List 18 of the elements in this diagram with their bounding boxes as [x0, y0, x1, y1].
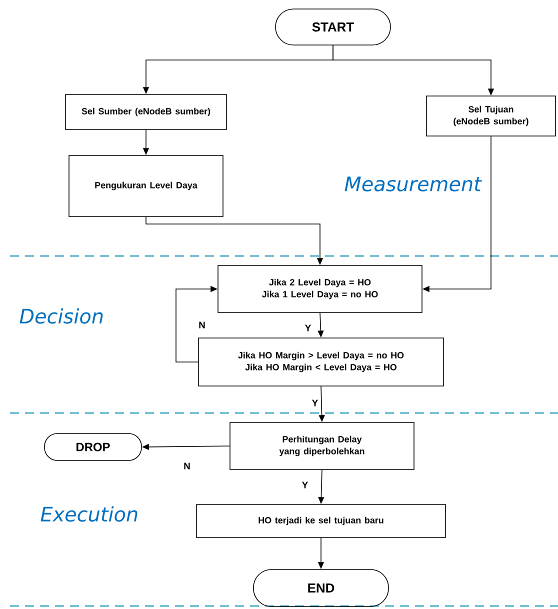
- phase-label: Execution: [40, 506, 138, 522]
- process-box: Sel Sumber (eNodeB sumber): [65, 94, 227, 130]
- edge-label: N: [198, 320, 206, 330]
- terminal-box: END: [253, 569, 389, 607]
- edge-label: N: [182, 462, 192, 470]
- edge-label: Y: [300, 480, 310, 490]
- phase-label: Measurement: [344, 176, 482, 192]
- terminal-box: DROP: [44, 433, 142, 461]
- process-box: Jika HO Margin > Level Daya = no HO Jika HO Margin < Level Daya = HO: [198, 338, 444, 386]
- process-box: Jika 2 Level Daya = HO Jika 1 Level Daya = no HO: [218, 265, 422, 313]
- process-box: HO terjadi ke sel tujuan baru: [196, 504, 446, 538]
- terminal-box: START: [275, 8, 391, 46]
- process-box: Perhitungan Delay yang diperbolehkan: [230, 422, 414, 470]
- edge-label: Y: [310, 398, 320, 408]
- process-box: Pengukuran Level Daya: [68, 155, 224, 217]
- phase-label: Decision: [20, 308, 103, 324]
- process-box: Sel Tujuan (eNodeB sumber): [426, 96, 556, 136]
- edge-label: Y: [304, 324, 312, 332]
